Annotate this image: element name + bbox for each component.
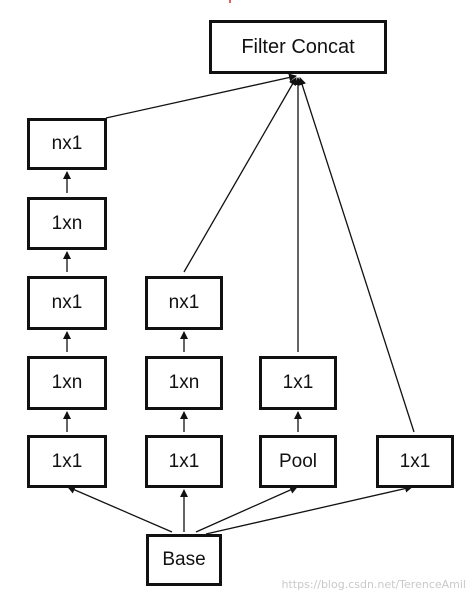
col2-1xn-box: 1xn (145, 356, 223, 410)
watermark-text: https://blog.csdn.net/TerenceAmil (281, 578, 466, 591)
col2-1x1-box: 1x1 (145, 435, 223, 488)
arrow-base-to-col1 (67, 486, 173, 533)
col3-1x1-box: 1x1 (259, 356, 337, 410)
base-box: Base (146, 534, 222, 586)
col1-1x1-box: 1x1 (27, 435, 107, 488)
arrow-base-to-col3 (195, 486, 298, 533)
arrow-col4-to-concat (298, 77, 415, 433)
top-red-mark (229, 0, 231, 3)
col1-1xn-lower-box: 1xn (27, 356, 107, 410)
filter-concat-box: Filter Concat (209, 20, 387, 74)
arrow-col2-to-concat (183, 77, 297, 273)
col1-1xn-upper-box: 1xn (27, 197, 107, 250)
arrow-col1-to-concat (105, 73, 297, 119)
col2-nx1-box: nx1 (145, 276, 223, 330)
col1-nx1-lower-box: nx1 (27, 276, 107, 330)
col1-top-nx1-box: nx1 (27, 118, 107, 170)
col4-1x1-box: 1x1 (376, 435, 454, 488)
col3-pool-box: Pool (259, 435, 337, 488)
arrow-base-to-col4 (205, 484, 413, 535)
